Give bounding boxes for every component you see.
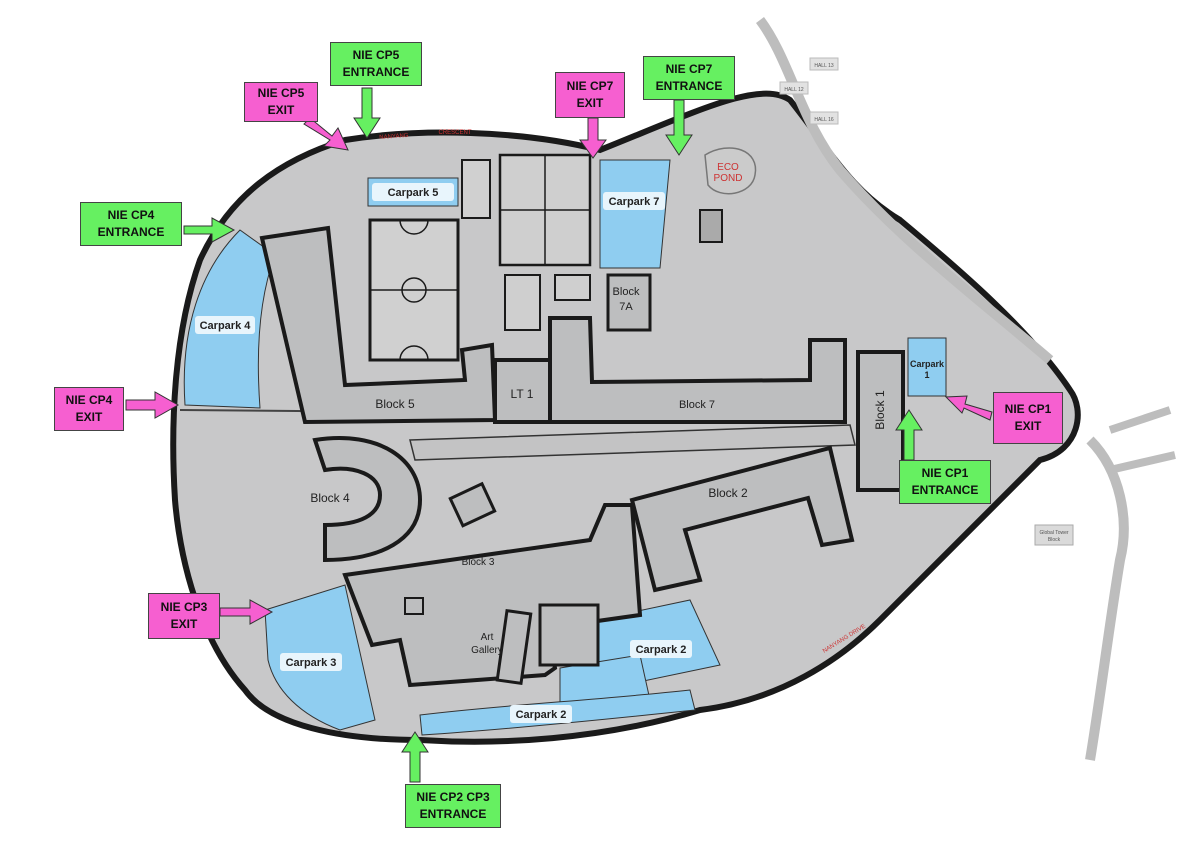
callout-cp1-exit: NIE CP1 EXIT — [993, 392, 1063, 444]
cp3-exit-arrow — [219, 599, 274, 625]
carpark-1-area — [907, 337, 947, 397]
callout-cp7-exit: NIE CP7 EXIT — [555, 72, 625, 118]
label-block-5: Block 5 — [375, 397, 415, 411]
cp7-exit-arrow — [579, 117, 607, 159]
external-road — [1109, 451, 1176, 474]
external-road — [1108, 406, 1172, 434]
arrows — [125, 87, 993, 783]
label-eco-pond-2: POND — [714, 173, 743, 184]
label-global-tower-1: Global Tower — [1039, 530, 1068, 536]
callout-cp1-entrance: NIE CP1 ENTRANCE — [899, 460, 991, 504]
label-block-7a-1: Block — [613, 286, 640, 298]
carpark-7-area — [599, 159, 671, 269]
callout-cp4-entrance: NIE CP4 ENTRANCE — [80, 202, 182, 246]
label-carpark-5: Carpark 5 — [388, 187, 439, 199]
block-7a-building — [606, 273, 652, 332]
label-hall-16: HALL 16 — [814, 117, 833, 123]
label-global-tower-2: Block — [1048, 537, 1061, 543]
block-2-building — [629, 445, 855, 593]
eco-pond — [704, 147, 757, 195]
art-gallery-building — [495, 608, 533, 686]
callout-cp2-cp3-entrance: NIE CP2 CP3 ENTRANCE — [405, 784, 501, 828]
cp4-exit-arrow — [125, 391, 180, 419]
label-block-4: Block 4 — [310, 491, 350, 505]
block-5-building — [259, 225, 498, 425]
callout-cp4-exit: NIE CP4 EXIT — [54, 387, 124, 431]
label-art-gallery-2: Gallery — [471, 645, 503, 656]
small-structure — [448, 481, 497, 528]
label-lt-1: LT 1 — [511, 387, 534, 401]
label-art-gallery-1: Art — [481, 632, 494, 643]
label-hall-13: HALL 13 — [814, 63, 833, 69]
label-block-7a-2: 7A — [619, 301, 633, 313]
hall-16-marker — [809, 111, 839, 125]
external-road — [1085, 436, 1129, 761]
label-eco-pond-1: ECO — [717, 162, 739, 173]
label-carpark-1-line1: Carpark — [910, 359, 945, 369]
label-hall-12: HALL 12 — [784, 87, 803, 93]
lt-1-building — [493, 358, 552, 424]
global-tower-marker — [1034, 524, 1074, 546]
internal-road — [409, 424, 856, 461]
hall-12-marker — [779, 81, 809, 95]
label-carpark-2: Carpark 2 — [636, 644, 687, 656]
label-carpark-3: Carpark 3 — [286, 657, 337, 669]
cp7-entrance-arrow — [665, 99, 693, 156]
cp1-exit-arrow — [944, 395, 993, 421]
label-carpark-4: Carpark 4 — [200, 320, 252, 332]
label-block-3: Block 3 — [462, 557, 495, 568]
road-label-nanyang: NANYANG — [379, 133, 409, 141]
callout-cp5-entrance: NIE CP5 ENTRANCE — [330, 42, 422, 86]
callout-cp7-entrance: NIE CP7 ENTRANCE — [643, 56, 735, 100]
label-carpark-7: Carpark 7 — [609, 196, 660, 208]
road-label-crescent: CRESCENT — [438, 130, 471, 136]
block-4-building — [312, 436, 423, 563]
label-carpark-2-strip: Carpark 2 — [516, 709, 567, 721]
cp5-exit-arrow — [303, 117, 349, 151]
external-road — [755, 17, 1054, 364]
cp5-entrance-arrow — [353, 87, 381, 139]
callout-cp3-exit: NIE CP3 EXIT — [148, 593, 220, 639]
callout-cp5-exit: NIE CP5 EXIT — [244, 82, 318, 122]
label-block-1: Block 1 — [873, 390, 887, 430]
cp2-cp3-entrance-arrow — [401, 731, 429, 783]
label-block-2: Block 2 — [708, 486, 748, 500]
label-block-7: Block 7 — [679, 399, 715, 411]
cp1-entrance-arrow — [895, 409, 923, 461]
block-1-building — [856, 350, 905, 492]
hall-13-marker — [809, 57, 839, 71]
cp4-entrance-arrow — [183, 217, 236, 243]
label-carpark-1-line2: 1 — [924, 370, 929, 380]
block-7-building — [548, 316, 847, 424]
